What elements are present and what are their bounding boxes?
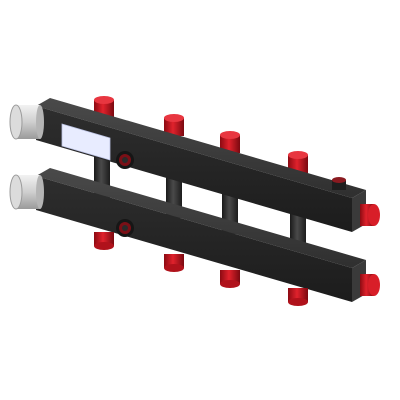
red-cap bbox=[94, 232, 114, 250]
lower-bar-front-face bbox=[36, 176, 352, 302]
upper-bar-top-face bbox=[36, 98, 366, 198]
sensor-plug bbox=[116, 151, 134, 169]
red-cap bbox=[220, 270, 240, 288]
red-cap bbox=[164, 114, 184, 136]
lower-right-end-cap bbox=[360, 274, 380, 296]
sensor-plug bbox=[116, 219, 134, 237]
upper-steel-inlet bbox=[9, 104, 44, 140]
upper-bar-front-face bbox=[36, 106, 352, 232]
lower-red-caps bbox=[94, 232, 308, 306]
red-cap bbox=[164, 254, 184, 272]
upper-header-bar bbox=[36, 98, 366, 232]
lower-bar-top-face bbox=[36, 168, 366, 268]
red-cap bbox=[288, 151, 308, 173]
label-sticker bbox=[61, 123, 111, 161]
upper-right-end-cap bbox=[360, 204, 380, 226]
red-cap bbox=[220, 131, 240, 153]
upper-red-caps bbox=[94, 96, 308, 173]
red-cap bbox=[288, 288, 308, 306]
lower-steel-inlet bbox=[9, 174, 44, 210]
air-vent bbox=[332, 177, 346, 190]
